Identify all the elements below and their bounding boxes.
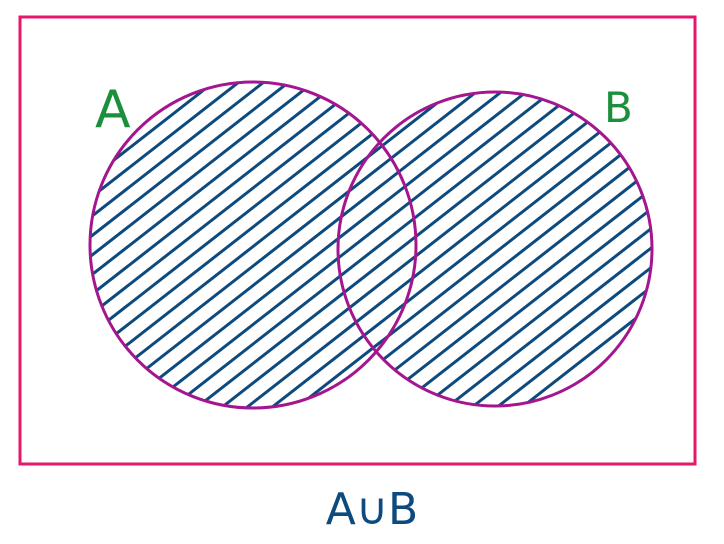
hatch-line xyxy=(90,82,427,408)
hatch-line xyxy=(90,82,302,408)
hatch-line xyxy=(90,82,502,408)
hatch-line xyxy=(90,82,402,408)
hatch-line xyxy=(90,82,452,408)
hatch-line xyxy=(428,82,652,408)
hatch-line xyxy=(90,82,327,408)
universal-set-rectangle xyxy=(18,15,697,466)
set-b-circle xyxy=(336,90,654,408)
hatch-line xyxy=(403,82,652,408)
hatch-line xyxy=(453,82,652,408)
hatch-line xyxy=(353,82,652,408)
hatch-line xyxy=(378,82,652,408)
hatch-line xyxy=(228,82,652,408)
hatch-line xyxy=(253,82,652,408)
hatch-line xyxy=(90,82,527,408)
hatch-line xyxy=(90,82,477,408)
set-b-label: B xyxy=(604,83,633,132)
hatch-line xyxy=(90,82,352,408)
hatch-line xyxy=(328,82,652,408)
hatch-line xyxy=(103,82,627,408)
set-a-circle xyxy=(88,80,418,410)
hatch-line xyxy=(90,82,277,408)
hatch-line xyxy=(478,82,652,408)
set-a-label: A xyxy=(95,80,131,140)
hatch-line xyxy=(90,82,377,408)
union-caption: A∪B xyxy=(326,484,419,535)
hatch-line xyxy=(90,82,602,408)
hatch-line xyxy=(128,82,652,408)
